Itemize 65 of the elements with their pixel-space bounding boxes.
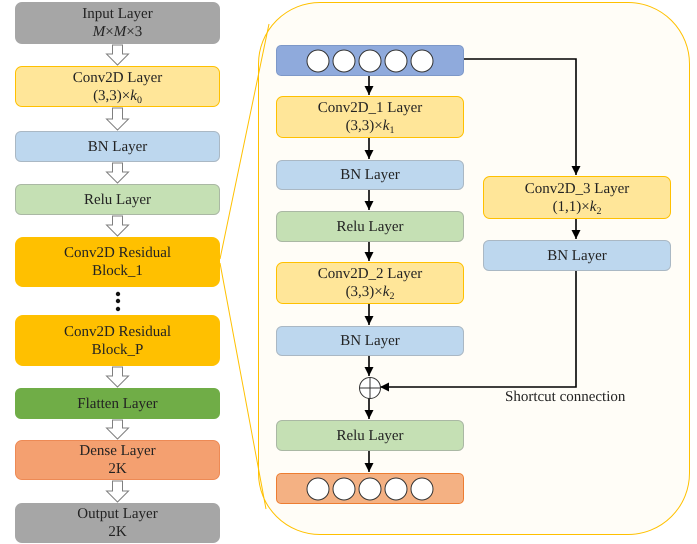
layer-box bbox=[15, 184, 220, 215]
layer-label: BN Layer bbox=[88, 138, 148, 156]
layer-box bbox=[15, 131, 220, 162]
layer-label: Conv2D_1 Layer bbox=[318, 99, 422, 117]
arrow bbox=[364, 189, 374, 210]
arrow bbox=[364, 450, 374, 472]
arrow bbox=[364, 75, 374, 95]
layer-box bbox=[276, 420, 464, 451]
arrow bbox=[463, 58, 580, 175]
hollow-arrow bbox=[105, 162, 130, 184]
layer-box bbox=[276, 160, 464, 190]
hollow-arrow bbox=[105, 108, 130, 131]
layer-label: 2K bbox=[108, 460, 127, 478]
layer-box bbox=[276, 96, 464, 138]
layer-label: (3,3)×k$_{0}$ bbox=[93, 86, 142, 104]
hollow-arrow bbox=[105, 420, 130, 440]
arrow bbox=[364, 137, 374, 159]
arrow bbox=[364, 241, 374, 261]
layer-box bbox=[15, 388, 220, 419]
layer-label: Conv2D Layer bbox=[72, 68, 162, 86]
layer-label: Dense Layer bbox=[79, 442, 156, 460]
hollow-arrow bbox=[105, 366, 130, 388]
arrow bbox=[572, 218, 580, 239]
layer-box bbox=[15, 66, 220, 107]
layer-label: (1,1)×k$_{2}$ bbox=[552, 198, 602, 216]
arrow bbox=[380, 270, 577, 392]
sum-circle bbox=[359, 377, 381, 399]
layer-label: Relu Layer bbox=[84, 190, 152, 208]
layer-label: Conv2D Residual Block_P bbox=[62, 322, 172, 358]
layer-label: Relu Layer bbox=[336, 426, 404, 444]
layer-label: M×M×3 bbox=[92, 23, 142, 41]
layer-label: 2K bbox=[108, 523, 127, 541]
layer-label: BN Layer bbox=[340, 166, 400, 184]
layer-box bbox=[15, 503, 220, 543]
layer-label: BN Layer bbox=[340, 332, 400, 350]
neuron-layer-bar bbox=[276, 45, 464, 76]
layer-label: Conv2D_2 Layer bbox=[318, 265, 422, 283]
layer-box bbox=[15, 237, 220, 287]
layer-box bbox=[276, 211, 464, 242]
arrow bbox=[364, 303, 374, 325]
layer-label: Conv2D Residual Block_1 bbox=[62, 244, 172, 280]
layer-box bbox=[276, 262, 464, 304]
layer-label: BN Layer bbox=[547, 246, 607, 264]
layer-label: Output Layer bbox=[77, 505, 158, 523]
hollow-arrow bbox=[105, 216, 130, 237]
layer-label: Flatten Layer bbox=[77, 394, 158, 412]
residual-block-panel bbox=[258, 2, 690, 535]
connector-line bbox=[220, 262, 266, 510]
neuron-layer-bar bbox=[276, 473, 464, 504]
arrow bbox=[364, 355, 374, 376]
layer-box bbox=[276, 326, 464, 356]
layer-label: Conv2D_3 Layer bbox=[524, 180, 630, 198]
arrow bbox=[364, 398, 374, 419]
layer-label: (3,3)×k$_{2}$ bbox=[346, 283, 394, 301]
layer-label: Relu Layer bbox=[336, 218, 404, 236]
layer-box bbox=[15, 2, 220, 44]
connector-line bbox=[220, 24, 270, 260]
layer-box bbox=[483, 240, 671, 271]
layer-label: Input Layer bbox=[82, 5, 153, 23]
layer-label: (3,3)×k$_{1}$ bbox=[346, 117, 394, 135]
hollow-arrow bbox=[105, 480, 130, 503]
hollow-arrow bbox=[105, 44, 130, 66]
layer-box bbox=[15, 315, 220, 366]
layer-box bbox=[15, 440, 220, 480]
layer-box bbox=[483, 176, 671, 219]
